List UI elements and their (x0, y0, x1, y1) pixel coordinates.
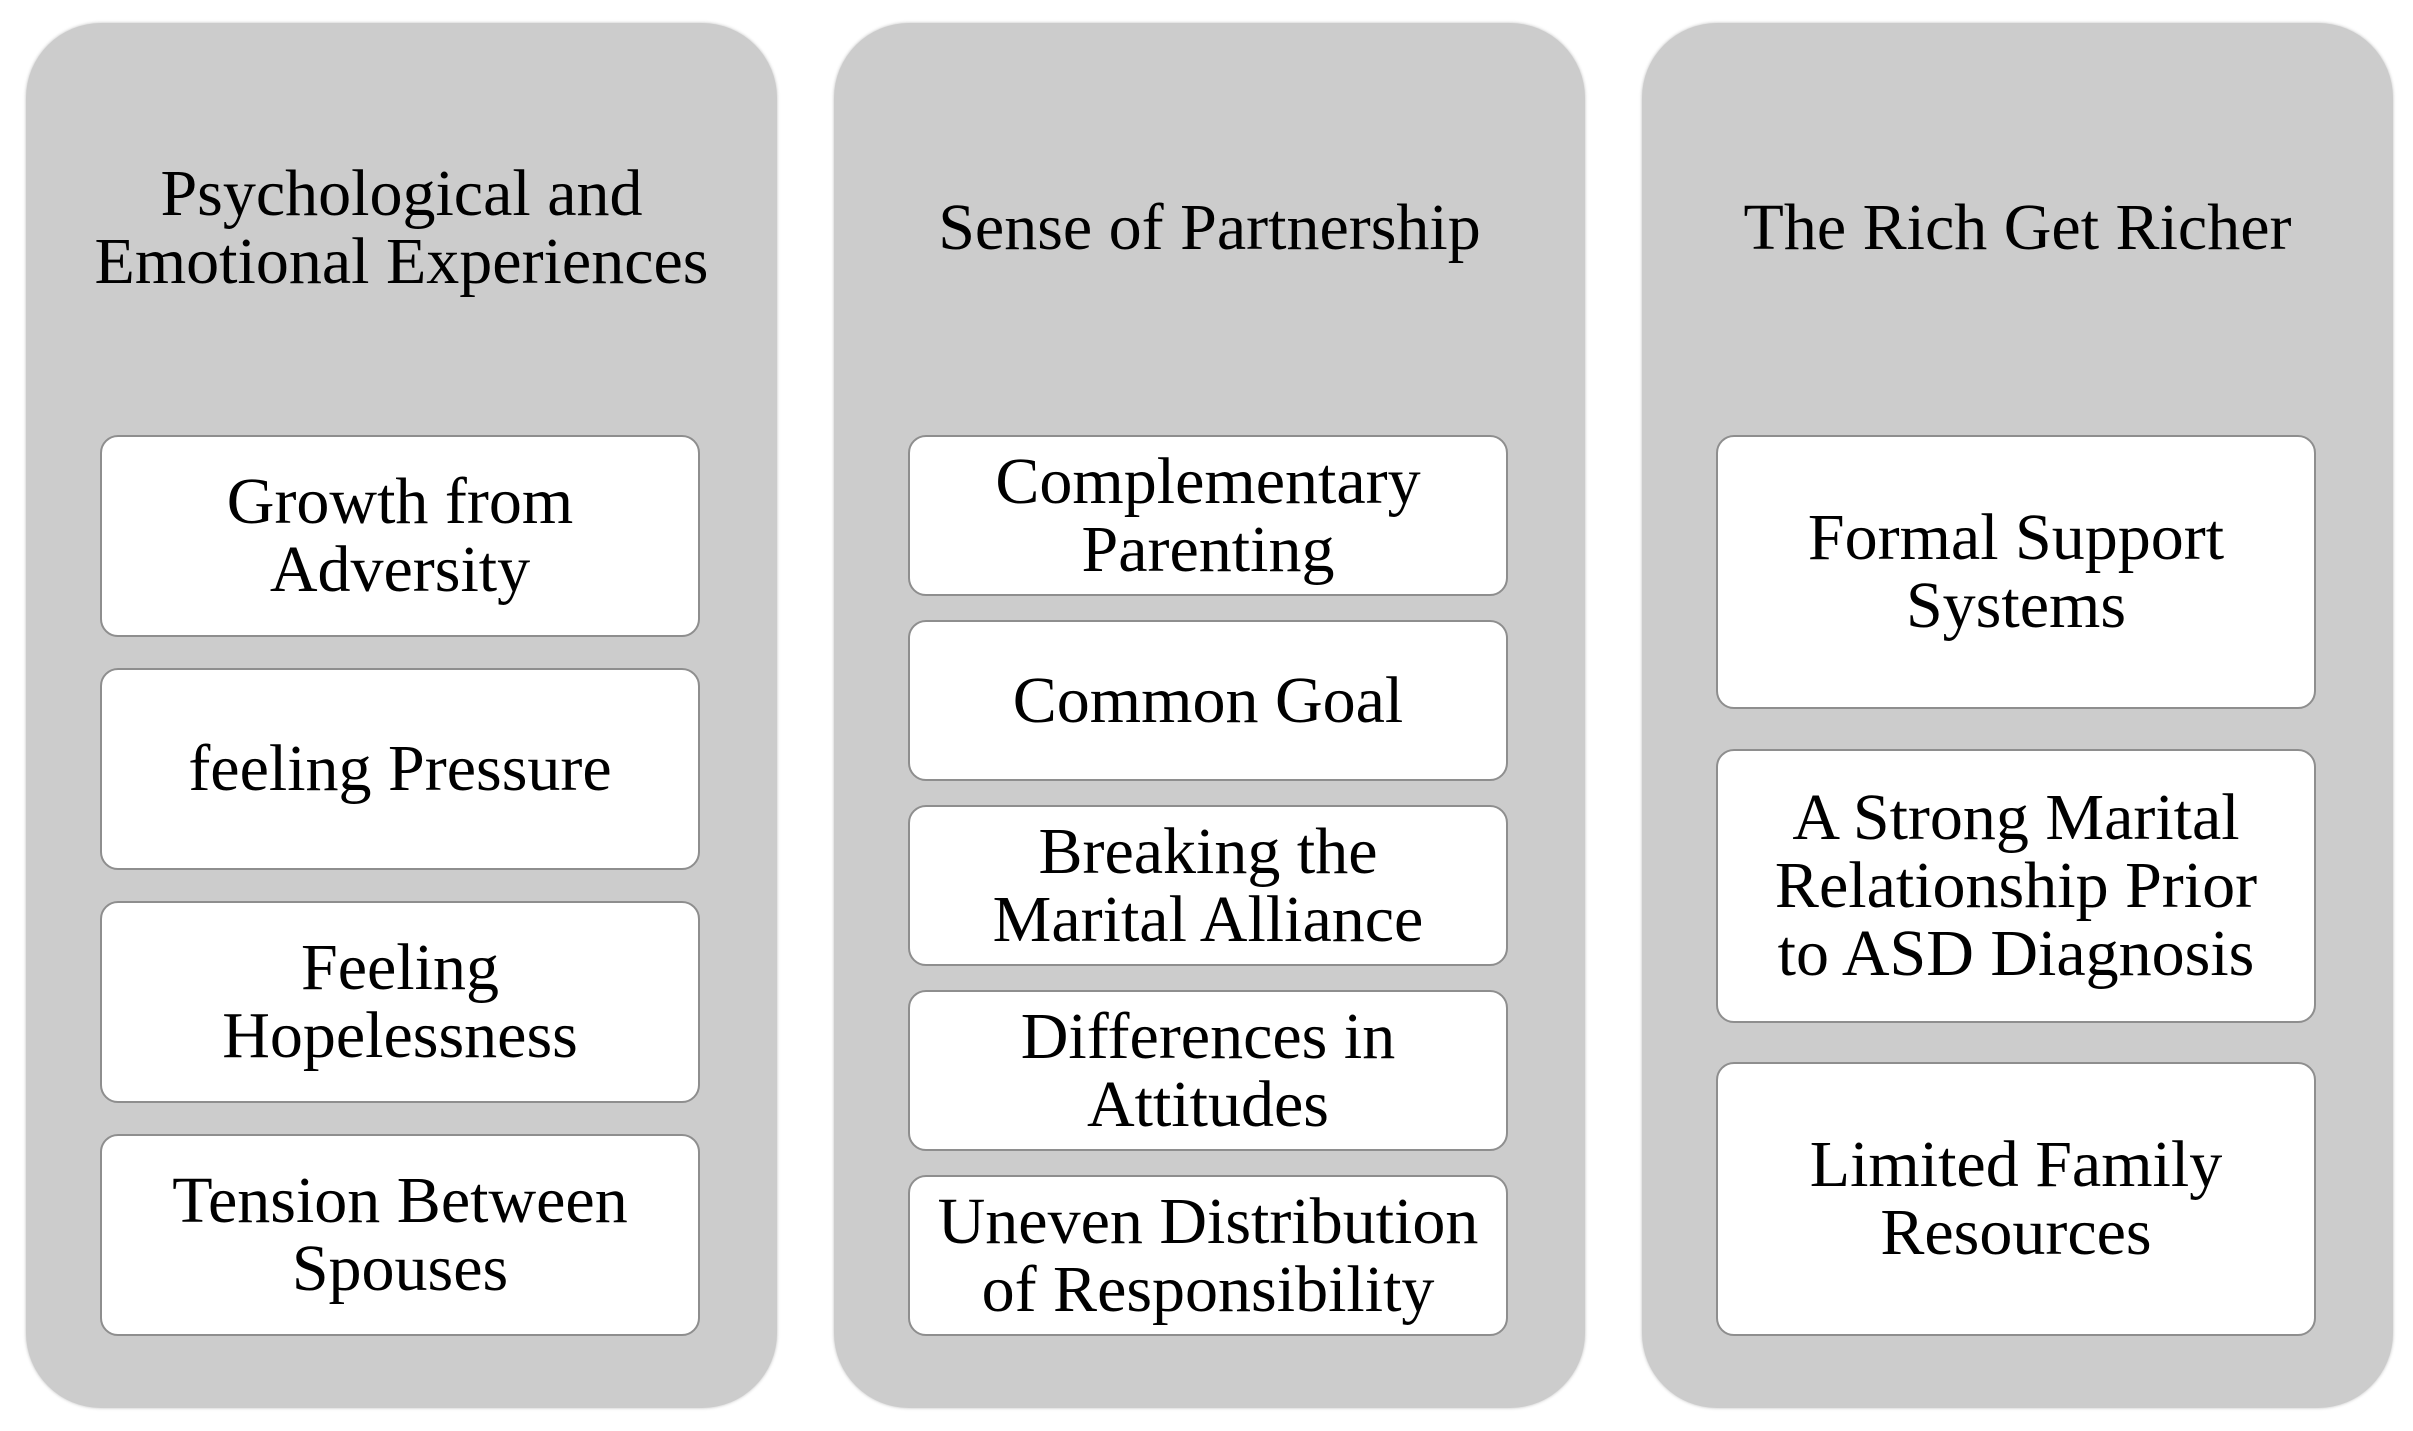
item-box: Breaking the Marital Alliance (908, 805, 1508, 966)
item-box: Feeling Hopelessness (100, 901, 700, 1103)
item-box: Uneven Distribution of Responsibility (908, 1175, 1508, 1336)
item-box: A Strong Marital Relationship Prior to A… (1716, 749, 2316, 1023)
item-box: Differences in Attitudes (908, 990, 1508, 1151)
column-psychological-emotional: Psychological and Emotional Experiences … (26, 23, 777, 1408)
item-box: Growth from Adversity (100, 435, 700, 637)
item-box: Complementary Parenting (908, 435, 1508, 596)
column-sense-of-partnership: Sense of Partnership Complementary Paren… (834, 23, 1585, 1408)
item-box: feeling Pressure (100, 668, 700, 870)
item-box: Common Goal (908, 620, 1508, 781)
column-title: The Rich Get Richer (1743, 191, 2292, 264)
item-box: Tension Between Spouses (100, 1134, 700, 1336)
column-rich-get-richer: The Rich Get Richer Formal Support Syste… (1642, 23, 2393, 1408)
item-box: Limited Family Resources (1716, 1062, 2316, 1336)
item-box: Formal Support Systems (1716, 435, 2316, 709)
column-title: Psychological and Emotional Experiences (94, 157, 709, 298)
column-title: Sense of Partnership (938, 191, 1481, 264)
